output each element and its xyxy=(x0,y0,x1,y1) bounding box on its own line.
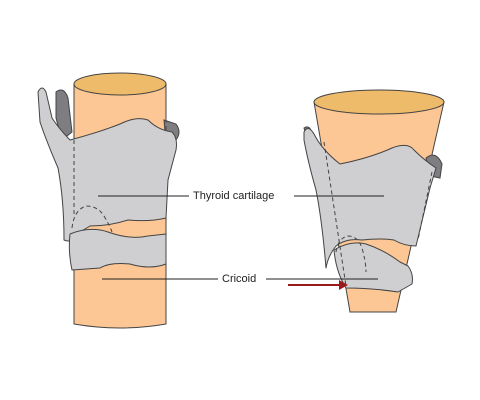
right-cricoid-cartilage xyxy=(333,242,413,293)
left-trachea-top xyxy=(73,72,167,96)
left-hidden-cricoid-lamina xyxy=(71,205,113,233)
right-thyroid-cartilage xyxy=(303,128,437,269)
left-larynx xyxy=(37,72,180,329)
cricoid-label: Cricoid xyxy=(222,273,257,285)
right-airway-top xyxy=(313,89,445,115)
thyroid-cartilage-label: Thyroid cartilage xyxy=(193,190,275,202)
left-cricoid-cartilage xyxy=(68,228,167,271)
right-hidden-edge-left xyxy=(323,141,347,287)
right-larynx xyxy=(303,89,445,313)
left-thyroid-cartilage xyxy=(37,87,177,242)
leader-lines xyxy=(98,195,384,280)
right-hidden-edge-right xyxy=(417,171,433,241)
red-arrow xyxy=(288,280,348,290)
right-hidden-cricoid-lamina xyxy=(335,235,367,273)
